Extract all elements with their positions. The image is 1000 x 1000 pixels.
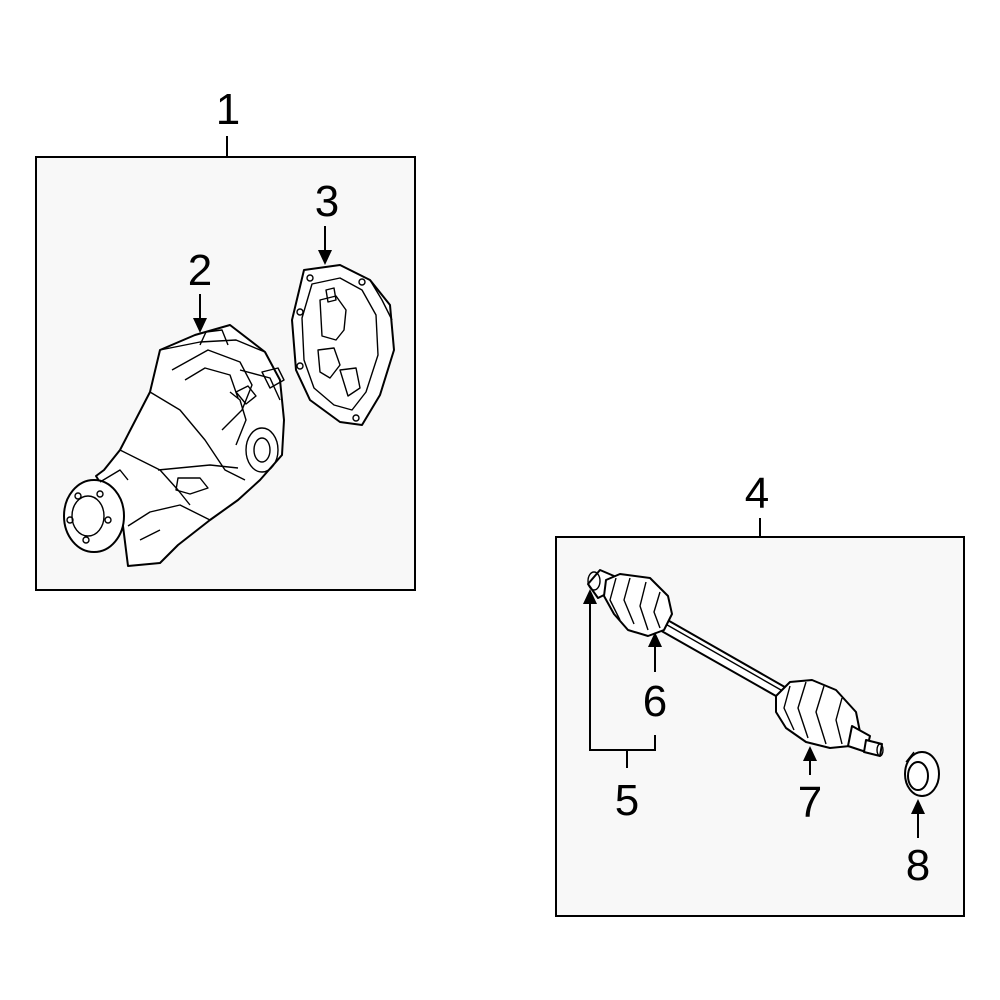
callout-8: 8 <box>906 841 930 890</box>
differential-housing <box>95 324 285 567</box>
callout-5-bracket <box>589 602 656 751</box>
callout-8-arrowhead <box>911 799 925 814</box>
seal-ring <box>904 751 940 797</box>
outer-stub <box>847 725 884 757</box>
callout-6-arrowhead <box>648 632 662 647</box>
callout-7: 7 <box>798 778 822 827</box>
callout-5: 5 <box>615 776 639 825</box>
group-1-differential: 1 <box>35 85 416 591</box>
differential-cover <box>291 264 395 426</box>
callout-3-arrowhead <box>318 250 332 265</box>
callout-2-arrowhead <box>193 318 207 333</box>
callout-3: 3 <box>315 177 339 226</box>
callout-6: 6 <box>643 677 667 726</box>
callout-2: 2 <box>188 246 212 295</box>
callout-4: 4 <box>745 469 769 518</box>
pinion-flange <box>63 469 129 553</box>
inner-cv-boot <box>603 573 673 637</box>
group-4-axle: 4 <box>555 469 965 917</box>
callout-7-arrowhead <box>803 746 817 761</box>
callout-5-arrowhead <box>583 589 597 604</box>
callout-1: 1 <box>216 85 240 134</box>
